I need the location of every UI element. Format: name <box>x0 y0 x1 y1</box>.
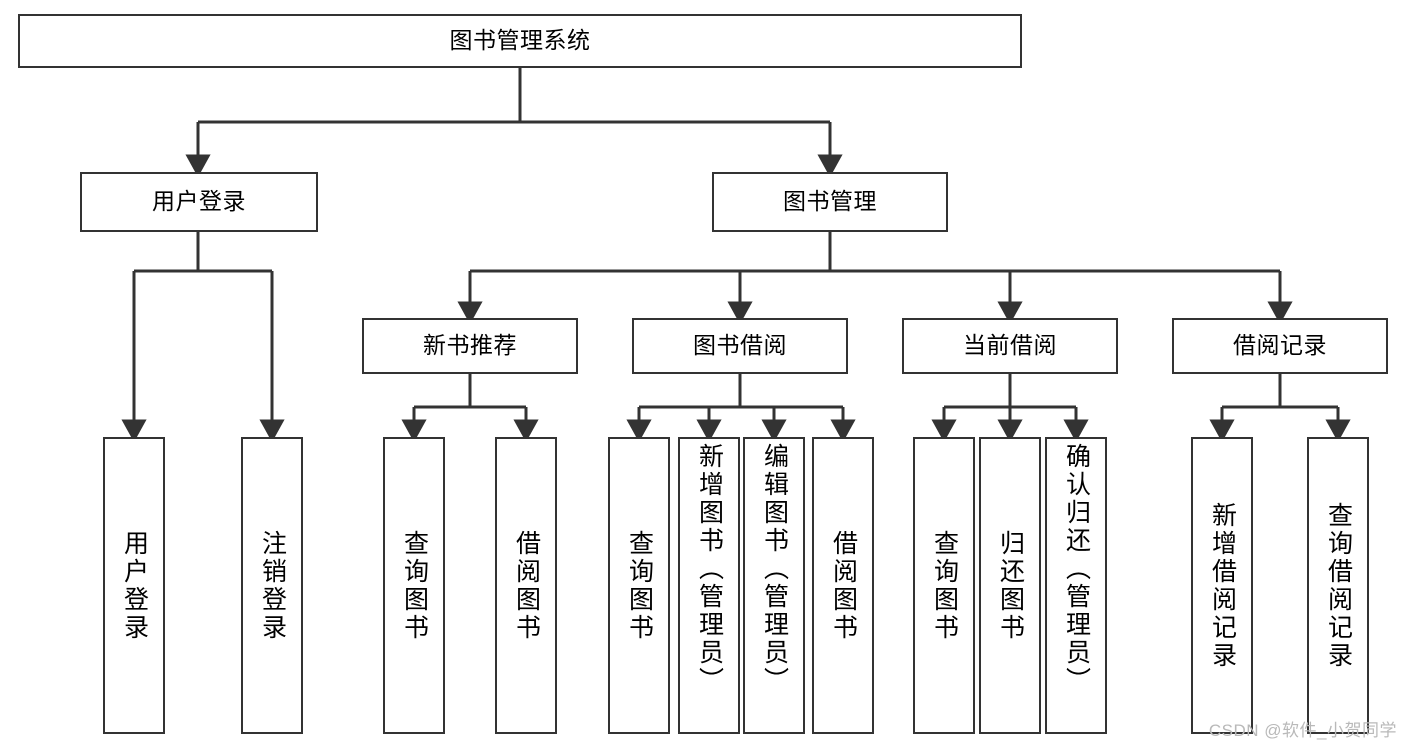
node-leaf-query-book-3-label: 查询图书 <box>930 529 959 642</box>
node-leaf-query-book-2-label: 查询图书 <box>625 529 654 642</box>
node-leaf-borrow-book-1[interactable]: 借阅图书 <box>495 437 557 734</box>
node-current-borrow[interactable]: 当前借阅 <box>902 318 1118 374</box>
node-book-management-label: 图书管理 <box>783 188 877 215</box>
node-leaf-add-record[interactable]: 新增借阅记录 <box>1191 437 1253 734</box>
node-leaf-add-book[interactable]: 新增图书（管理员） <box>678 437 740 734</box>
node-new-book-recommend[interactable]: 新书推荐 <box>362 318 578 374</box>
node-leaf-borrow-book-2-label: 借阅图书 <box>829 529 858 642</box>
node-leaf-edit-book-label: 编辑图书（管理员） <box>760 443 789 695</box>
node-borrow-record[interactable]: 借阅记录 <box>1172 318 1388 374</box>
node-new-book-recommend-label: 新书推荐 <box>423 332 517 359</box>
node-leaf-logout-login[interactable]: 注销登录 <box>241 437 303 734</box>
node-leaf-query-record-label: 查询借阅记录 <box>1324 501 1353 670</box>
node-leaf-user-login[interactable]: 用户登录 <box>103 437 165 734</box>
node-leaf-confirm-return[interactable]: 确认归还（管理员） <box>1045 437 1107 734</box>
node-book-borrow[interactable]: 图书借阅 <box>632 318 848 374</box>
node-book-borrow-label: 图书借阅 <box>693 332 787 359</box>
node-leaf-query-book-1[interactable]: 查询图书 <box>383 437 445 734</box>
node-leaf-return-book-label: 归还图书 <box>996 529 1025 642</box>
node-user-login[interactable]: 用户登录 <box>80 172 318 232</box>
node-leaf-query-record[interactable]: 查询借阅记录 <box>1307 437 1369 734</box>
csdn-watermark: CSDN @软件_小贺同学 <box>1208 721 1397 740</box>
node-current-borrow-label: 当前借阅 <box>963 332 1057 359</box>
node-leaf-logout-login-label: 注销登录 <box>258 529 287 642</box>
node-leaf-user-login-label: 用户登录 <box>120 529 149 642</box>
node-leaf-add-book-label: 新增图书（管理员） <box>695 443 724 695</box>
node-leaf-add-record-label: 新增借阅记录 <box>1208 501 1237 670</box>
node-leaf-query-book-1-label: 查询图书 <box>400 529 429 642</box>
node-leaf-query-book-3[interactable]: 查询图书 <box>913 437 975 734</box>
node-leaf-borrow-book-2[interactable]: 借阅图书 <box>812 437 874 734</box>
node-leaf-return-book[interactable]: 归还图书 <box>979 437 1041 734</box>
node-leaf-borrow-book-1-label: 借阅图书 <box>512 529 541 642</box>
node-root-label: 图书管理系统 <box>449 27 591 54</box>
node-borrow-record-label: 借阅记录 <box>1233 332 1327 359</box>
node-book-management[interactable]: 图书管理 <box>712 172 948 232</box>
node-root[interactable]: 图书管理系统 <box>18 14 1022 68</box>
node-leaf-confirm-return-label: 确认归还（管理员） <box>1062 443 1091 695</box>
node-leaf-query-book-2[interactable]: 查询图书 <box>608 437 670 734</box>
node-leaf-edit-book[interactable]: 编辑图书（管理员） <box>743 437 805 734</box>
node-user-login-label: 用户登录 <box>152 188 246 215</box>
